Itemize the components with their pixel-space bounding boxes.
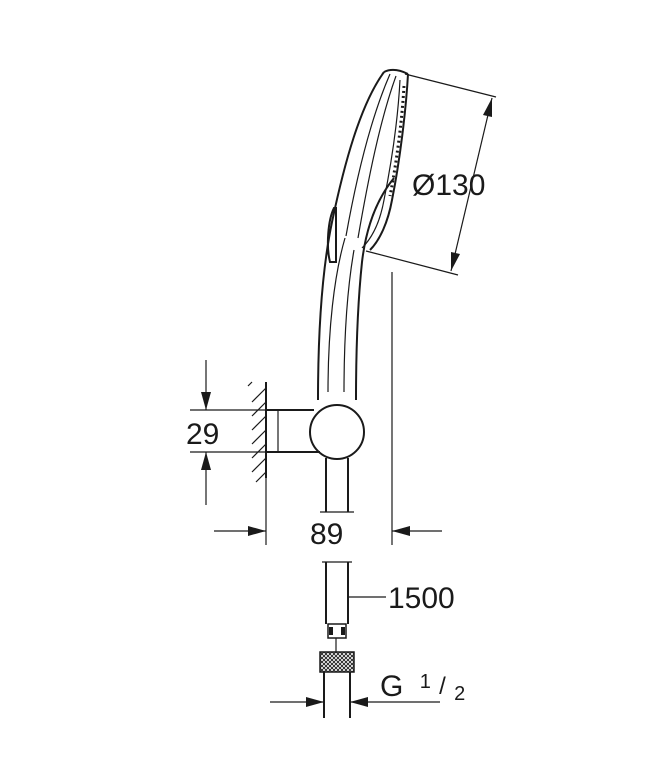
shower-hose: 1500 [319,561,455,718]
hose-length-label: 1500 [388,582,455,615]
holder-height-label: 29 [186,418,219,451]
thread-slash: / [439,673,446,700]
wall-offset-dimension: 89 [214,478,442,551]
thread-denominator: 2 [454,683,465,705]
thread-dimension: G 1 / 2 [270,662,465,707]
shower-head [317,68,409,401]
wall [247,381,267,483]
head-diameter-label: Ø130 [412,169,485,202]
holder-height-dimension: 29 [186,360,266,505]
holder-joint [309,404,365,460]
head-diameter-dimension: Ø130 [365,73,497,276]
wall-offset-label: 89 [310,518,343,551]
wall-holder [266,404,365,513]
thread-label: G 1 / 2 [380,662,465,705]
thread-prefix: G [380,670,403,703]
hose-nut-knurled [319,651,355,673]
thread-numerator: 1 [420,671,431,693]
